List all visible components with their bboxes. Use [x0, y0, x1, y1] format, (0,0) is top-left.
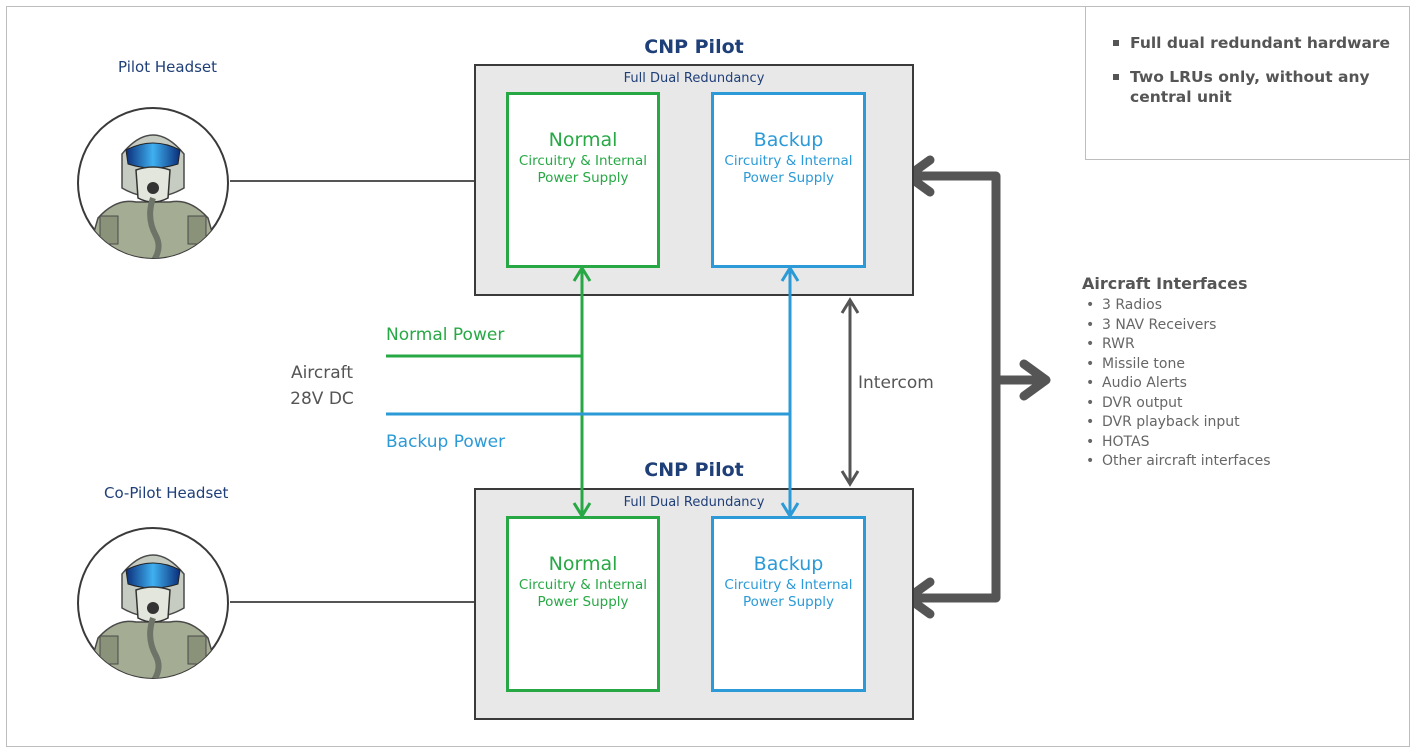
unit-bottom-title: CNP Pilot — [644, 459, 744, 481]
interface-item: •Missile tone — [1086, 355, 1185, 372]
unit-top-backup-desc: Circuitry & Internal Power Supply — [724, 153, 853, 186]
interface-item: •3 NAV Receivers — [1086, 316, 1217, 333]
unit-bottom-backup-title: Backup — [753, 553, 824, 575]
aircraft-interfaces-title: Aircraft Interfaces — [1082, 274, 1248, 293]
interface-item: •HOTAS — [1086, 433, 1150, 450]
unit-top-backup-box: Backup Circuitry & Internal Power Supply — [711, 92, 866, 268]
bullet-square-icon — [1113, 74, 1119, 80]
interface-item: •DVR output — [1086, 394, 1183, 411]
unit-top-normal-title: Normal — [548, 129, 618, 151]
feature-item: Full dual redundant hardware — [1113, 33, 1391, 53]
unit-top-backup-title: Backup — [753, 129, 824, 151]
aircraft-interfaces-panel: Aircraft Interfaces •3 Radios •3 NAV Rec… — [1082, 274, 1402, 472]
pilot-headset-label: Pilot Headset — [118, 58, 218, 76]
unit-bottom-backup-desc: Circuitry & Internal Power Supply — [724, 577, 853, 610]
interface-bus — [912, 171, 1001, 603]
normal-power-label: Normal Power — [386, 325, 505, 345]
copilot-headset-label: Co-Pilot Headset — [104, 484, 229, 502]
diagram-frame — [6, 6, 1410, 747]
unit-top-normal-box: Normal Circuitry & Internal Power Supply — [506, 92, 660, 268]
unit-top-normal-desc: Circuitry & Internal Power Supply — [518, 153, 648, 186]
aircraft-power-label: Aircraft 28V DC — [272, 360, 372, 412]
bullet-square-icon — [1113, 40, 1119, 46]
unit-bottom-normal-desc: Circuitry & Internal Power Supply — [518, 577, 648, 610]
interface-item: •Other aircraft interfaces — [1086, 453, 1271, 469]
interface-item: •RWR — [1086, 336, 1135, 352]
unit-bottom-redundancy: Full Dual Redundancy — [623, 495, 765, 510]
unit-bottom-normal-title: Normal — [548, 553, 618, 575]
features-list: Full dual redundant hardware Two LRUs on… — [1086, 7, 1409, 107]
bus-arrow-right — [1019, 359, 1051, 401]
intercom-arrow-down — [840, 470, 860, 487]
interface-item: •Audio Alerts — [1086, 375, 1187, 391]
backup-power-label: Backup Power — [386, 432, 506, 452]
copilot-helmet-icon — [77, 527, 229, 679]
features-box: Full dual redundant hardware Two LRUs on… — [1085, 6, 1410, 160]
intercom-arrow-up — [840, 297, 860, 314]
interface-item: •DVR playback input — [1086, 414, 1240, 430]
unit-bottom-backup-box: Backup Circuitry & Internal Power Supply — [711, 516, 866, 692]
pilot-helmet-icon — [77, 107, 229, 259]
intercom-label: Intercom — [858, 373, 934, 393]
aircraft-interfaces-list: •3 Radios •3 NAV Receivers •RWR •Missile… — [1082, 296, 1402, 472]
aircraft-line1: Aircraft — [290, 363, 354, 383]
aircraft-line2: 28V DC — [290, 389, 354, 409]
interface-item: •3 Radios — [1086, 297, 1162, 313]
feature-item: Two LRUs only, without any central unit — [1113, 67, 1391, 107]
unit-top-redundancy: Full Dual Redundancy — [623, 71, 765, 86]
unit-bottom-normal-box: Normal Circuitry & Internal Power Supply — [506, 516, 660, 692]
unit-top-title: CNP Pilot — [644, 36, 744, 58]
